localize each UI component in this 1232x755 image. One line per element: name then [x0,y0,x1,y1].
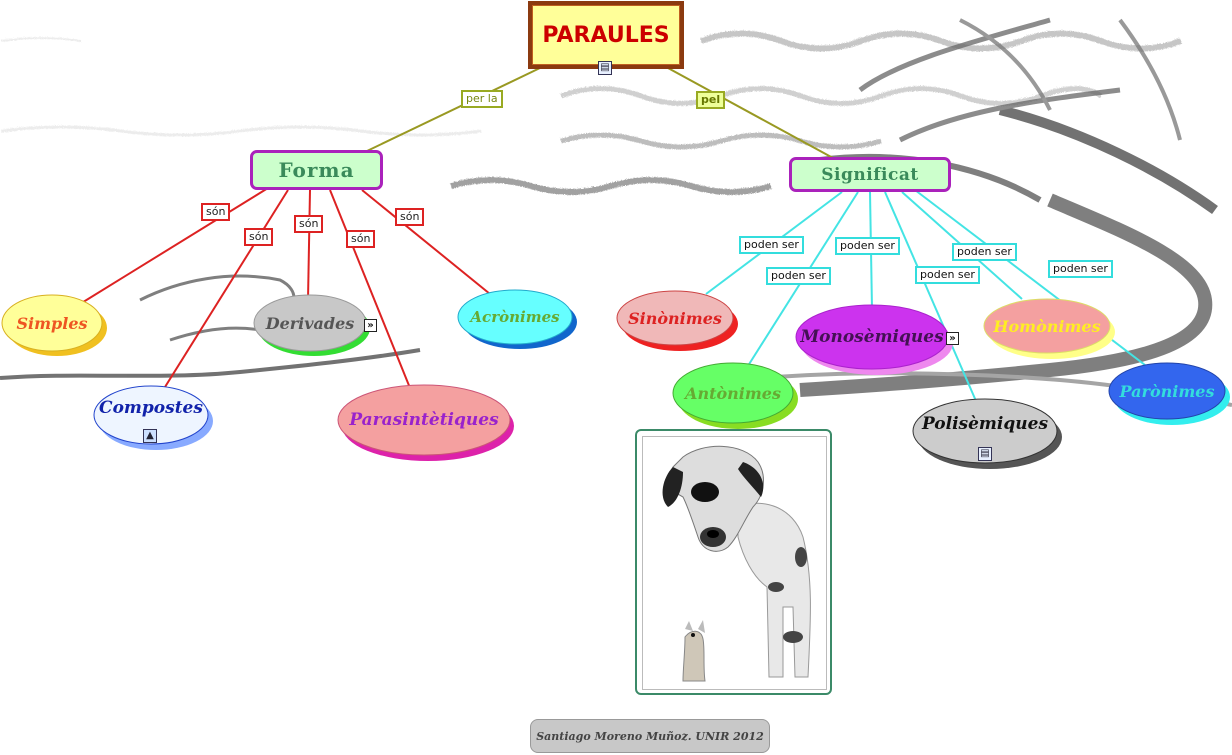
shape-acronimes [457,289,573,345]
dog-photo [642,436,827,690]
author-credit-text: Santiago Moreno Muñoz. UNIR 2012 [536,729,764,743]
expand-arrow-icon[interactable]: » [364,319,377,332]
root-links [366,67,834,159]
author-credit: Santiago Moreno Muñoz. UNIR 2012 [530,719,770,753]
link-label-son: són [346,230,376,248]
concept-compostes[interactable]: Compostes [94,390,208,426]
concept-paronimes[interactable]: Parònimes [1109,363,1225,419]
root-concept-label: PARAULES [542,22,670,48]
concept-antonimes-label: Antònimes [685,383,781,403]
link-label-son: són [395,208,425,226]
concept-sinonimes-label: Sinònimes [628,308,722,328]
link-forma-derivades [307,189,311,301]
forma-links [79,187,491,389]
shape-polisemiques [912,398,1058,464]
note-icon[interactable]: ▤ [978,447,992,461]
concept-derivades[interactable]: Derivades [254,297,366,349]
link-label-pel: pel [696,91,726,109]
concept-homonimes-label: Homònimes [993,316,1101,336]
image-icon[interactable]: ▲ [143,429,157,443]
note-icon[interactable]: ▤ [598,61,612,75]
shape-antonimes [672,362,794,424]
shape-compostes [93,385,209,445]
concept-compostes-label: Compostes [99,398,203,418]
link-root-significat [667,67,834,159]
link-label-son: són [294,215,324,233]
link-label-poden-ser: poden ser [835,237,900,255]
root-concept-paraules[interactable]: PARAULES [528,1,684,69]
link-root-forma [366,67,541,152]
concept-simples[interactable]: Simples [2,295,102,351]
link-label-poden-ser: poden ser [766,267,831,285]
concept-polisemiques[interactable]: Polisèmiques [913,399,1057,449]
concept-paronimes-label: Parònimes [1119,381,1215,401]
shape-homonimes [983,298,1111,354]
link-label-poden-ser: poden ser [1048,260,1113,278]
concept-simples-label: Simples [16,313,88,333]
link-forma-simples [79,187,269,305]
link-label-per-la: per la [461,90,503,108]
shape-simples [1,294,103,352]
shape-paronimes [1108,362,1226,420]
concept-acronimes[interactable]: Acrònimes [458,290,572,344]
shape-parasintetiques [337,384,511,456]
dog-photo-frame [635,429,832,695]
great-dane-and-chihuahua-illustration [643,437,826,689]
concept-forma[interactable]: Forma [250,150,383,190]
link-label-poden-ser: poden ser [915,266,980,284]
concept-significat[interactable]: Significat [789,157,951,192]
concept-derivades-label: Derivades [265,313,355,333]
concept-antonimes[interactable]: Antònimes [673,363,793,423]
concept-acronimes-label: Acrònimes [470,308,560,326]
concept-forma-label: Forma [278,158,355,182]
link-significat-polisemiques [884,191,977,402]
ellipse-nodes [1,289,1230,469]
concept-polisemiques-label: Polisèmiques [921,414,1049,434]
concept-parasintetiques-label: Parasintètiques [349,410,499,430]
link-label-son: són [201,203,231,221]
shape-sinonimes [616,290,734,346]
link-forma-parasintetiques [329,189,411,389]
concept-sinonimes[interactable]: Sinònimes [617,291,733,345]
expand-arrow-icon[interactable]: » [946,332,959,345]
link-label-poden-ser: poden ser [739,236,804,254]
link-forma-compostes [164,189,289,388]
concept-monosemiques-label: Monosèmiques [800,327,944,347]
link-label-son: són [244,228,274,246]
concept-monosemiques[interactable]: Monosèmiques [796,305,948,369]
concept-significat-label: Significat [821,164,919,185]
link-forma-acronimes [361,189,491,295]
link-label-poden-ser: poden ser [952,243,1017,261]
concept-parasintetiques[interactable]: Parasintètiques [338,385,510,455]
concept-homonimes[interactable]: Homònimes [984,299,1110,353]
